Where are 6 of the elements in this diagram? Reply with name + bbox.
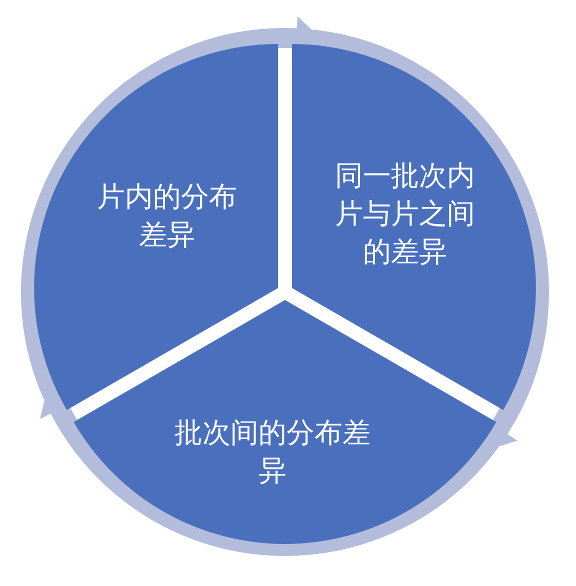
pie-sector [291, 44, 536, 410]
pie-sector [34, 44, 279, 410]
pie-sector [73, 300, 497, 544]
sector-label: 片内的分布差异 [96, 179, 238, 253]
sector-label: 批次间的分布差异 [174, 415, 372, 489]
sector-label: 同一批次内片与片之间的差异 [334, 158, 476, 270]
